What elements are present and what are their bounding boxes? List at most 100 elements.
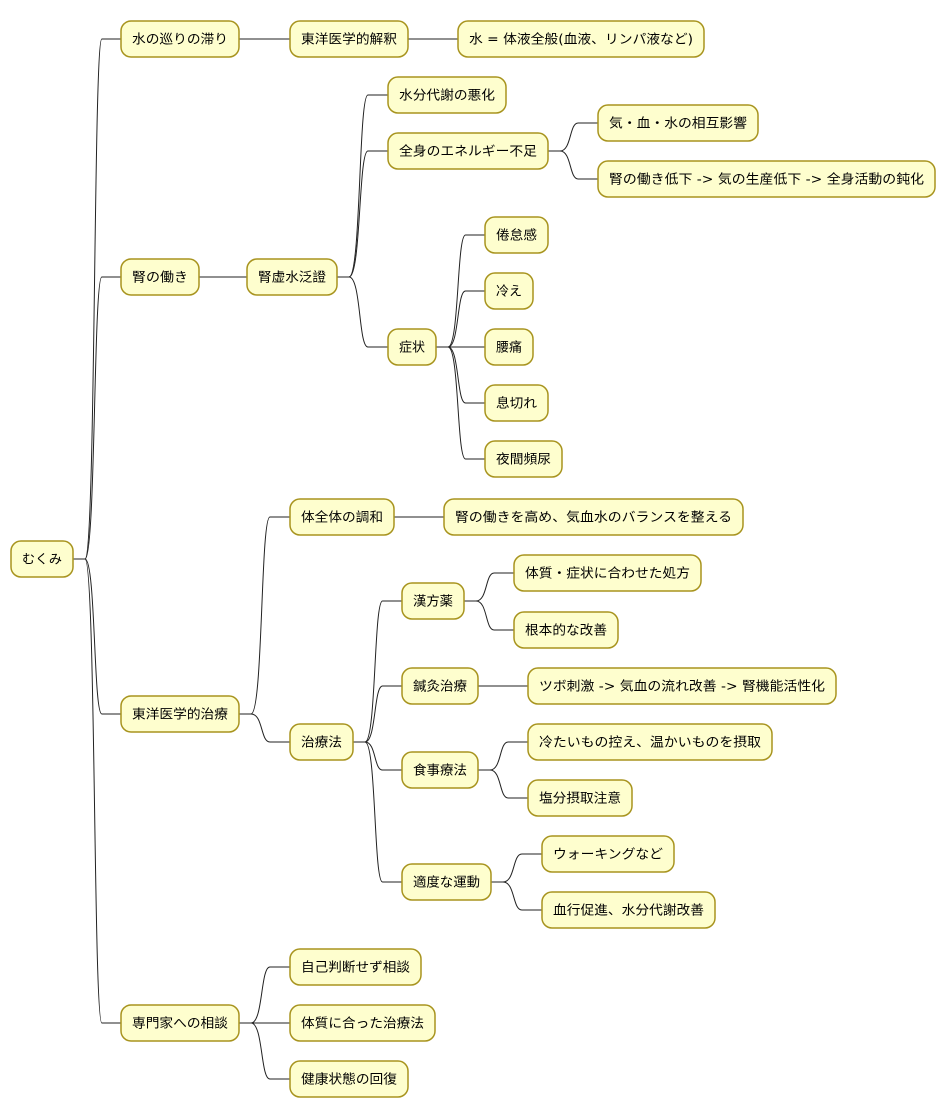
connections-layer [73, 38, 598, 1080]
node-label: 夜間頻尿 [496, 453, 551, 468]
root-node: むくみ [10, 540, 74, 578]
node-box [484, 384, 549, 422]
node-box [387, 76, 507, 114]
node-label: 水 = 体液全般(血液、リンパ液など) [469, 32, 693, 48]
node-box [289, 723, 354, 761]
connector-n4-n4a [239, 966, 290, 1024]
mindmap-node: 食事療法 [401, 751, 479, 789]
node-label: 腎の働き低下 -> 気の生産低下 -> 全身活動の鈍化 [609, 172, 924, 188]
node-label: 冷え [496, 285, 522, 300]
mindmap-node: 適度な運動 [401, 863, 492, 901]
connector-t4-t4b [491, 881, 542, 911]
mindmap-node: 全身のエネルギー不足 [387, 132, 549, 170]
connector-n2a-n2a3 [337, 276, 388, 348]
node-box [513, 611, 619, 649]
mindmap-node: 腰痛 [484, 328, 534, 366]
node-box [289, 498, 395, 536]
mindmap-node: 体質・症状に合わせた処方 [513, 554, 702, 592]
node-label: 専門家への相談 [132, 1016, 228, 1032]
mindmap-node: 水分代謝の悪化 [387, 76, 507, 114]
connector-n2a-n2a1 [337, 94, 388, 278]
mindmap-node: 健康状態の回復 [289, 1060, 409, 1098]
node-box [289, 1004, 436, 1042]
node-label: 血行促進、水分代謝改善 [553, 903, 704, 919]
mindmap-node: 専門家への相談 [120, 1004, 240, 1042]
connector-n3b-t1 [353, 600, 402, 743]
node-box [443, 498, 744, 536]
node-label: 腎の働き [132, 271, 188, 286]
connector-n2a2-n2a2b [548, 150, 598, 180]
connector-n3b-t4 [353, 741, 402, 883]
node-box [527, 779, 633, 817]
node-label: 鍼灸治療 [413, 679, 467, 695]
mindmap-node: 気・血・水の相互影響 [597, 104, 759, 142]
node-label: 水分代謝の悪化 [399, 89, 495, 104]
mindmap-node: 体全体の調和 [289, 498, 395, 536]
node-box [527, 667, 837, 705]
mindmap-node: 症状 [387, 328, 437, 366]
node-box [597, 160, 936, 198]
nodes-layer: むくみ 水の巡りの滞り 東洋医学的解釈 水 = 体液全般(血液、リンパ液など) 腎の働き… [10, 20, 936, 1098]
connector-root-n3 [73, 558, 121, 715]
node-box [289, 948, 422, 986]
mindmap-node: 息切れ [484, 384, 549, 422]
mindmap-node: 東洋医学的解釈 [289, 20, 409, 58]
mindmap-node: 冷たいもの控え、温かいものを摂取 [527, 723, 773, 761]
mindmap-node: 東洋医学的治療 [120, 695, 240, 733]
node-label: 漢方薬 [413, 594, 453, 610]
node-box [120, 695, 240, 733]
mindmap-node: 倦怠感 [484, 216, 549, 254]
node-label: ウォーキングなど [553, 848, 663, 863]
mindmap-node: 腎虚水泛證 [246, 258, 338, 296]
node-label: 水の巡りの滞り [132, 33, 228, 48]
node-box [541, 835, 675, 873]
connector-root-n2 [73, 276, 121, 560]
node-label: 塩分摂取注意 [539, 791, 621, 807]
mindmap-node: 塩分摂取注意 [527, 779, 633, 817]
node-box [401, 863, 492, 901]
connector-n3b-t2 [353, 685, 402, 743]
connector-t3-t3b [478, 769, 528, 799]
mindmap-node: 鍼灸治療 [401, 667, 479, 705]
mindmap-node: 自己判断せず相談 [289, 948, 422, 986]
node-label: 気・血・水の相互影響 [609, 116, 747, 132]
node-label: 息切れ [496, 396, 537, 412]
node-label: 食事療法 [413, 763, 467, 779]
mindmap-node: ウォーキングなど [541, 835, 675, 873]
connector-t4-t4a [491, 853, 542, 883]
mindmap-node: 漢方薬 [401, 582, 465, 620]
connector-n2a2-n2a2a [548, 122, 598, 152]
node-label: 自己判断せず相談 [301, 960, 410, 976]
node-label: むくみ [22, 553, 62, 568]
node-label: 全身のエネルギー不足 [399, 144, 537, 160]
connector-n2a3-s1 [436, 234, 485, 348]
mindmap-node: ツボ刺激 -> 気血の流れ改善 -> 腎機能活性化 [527, 667, 837, 705]
node-label: 症状 [399, 341, 425, 356]
mindmap-node: 夜間頻尿 [484, 440, 563, 478]
node-label: 健康状態の回復 [301, 1072, 397, 1088]
mindmap-node: 治療法 [289, 723, 354, 761]
connector-n2a-n2a2 [337, 150, 388, 278]
node-box [120, 258, 200, 296]
mindmap-node: 腎の働き [120, 258, 200, 296]
node-box [289, 1060, 409, 1098]
connector-n2a3-s2 [436, 290, 485, 348]
mindmap-node: 根本的な改善 [513, 611, 619, 649]
mindmap-node: 水 = 体液全般(血液、リンパ液など) [457, 20, 705, 58]
node-box [484, 272, 534, 310]
connector-root-n1 [73, 38, 121, 560]
node-label: 東洋医学的治療 [132, 707, 228, 723]
node-box [484, 440, 563, 478]
node-label: 体質に合った治療法 [301, 1017, 424, 1032]
node-box [457, 20, 705, 58]
node-box [289, 20, 409, 58]
connector-root-n4 [73, 558, 121, 1024]
mindmap-node: 腎の働き低下 -> 気の生産低下 -> 全身活動の鈍化 [597, 160, 936, 198]
connector-t1-t1b [464, 600, 514, 631]
connector-t1-t1a [464, 572, 514, 602]
node-box [246, 258, 338, 296]
node-label: 根本的な改善 [525, 623, 607, 639]
connector-n3b-t3 [353, 741, 402, 771]
node-box [401, 751, 479, 789]
node-label: 倦怠感 [496, 228, 537, 244]
